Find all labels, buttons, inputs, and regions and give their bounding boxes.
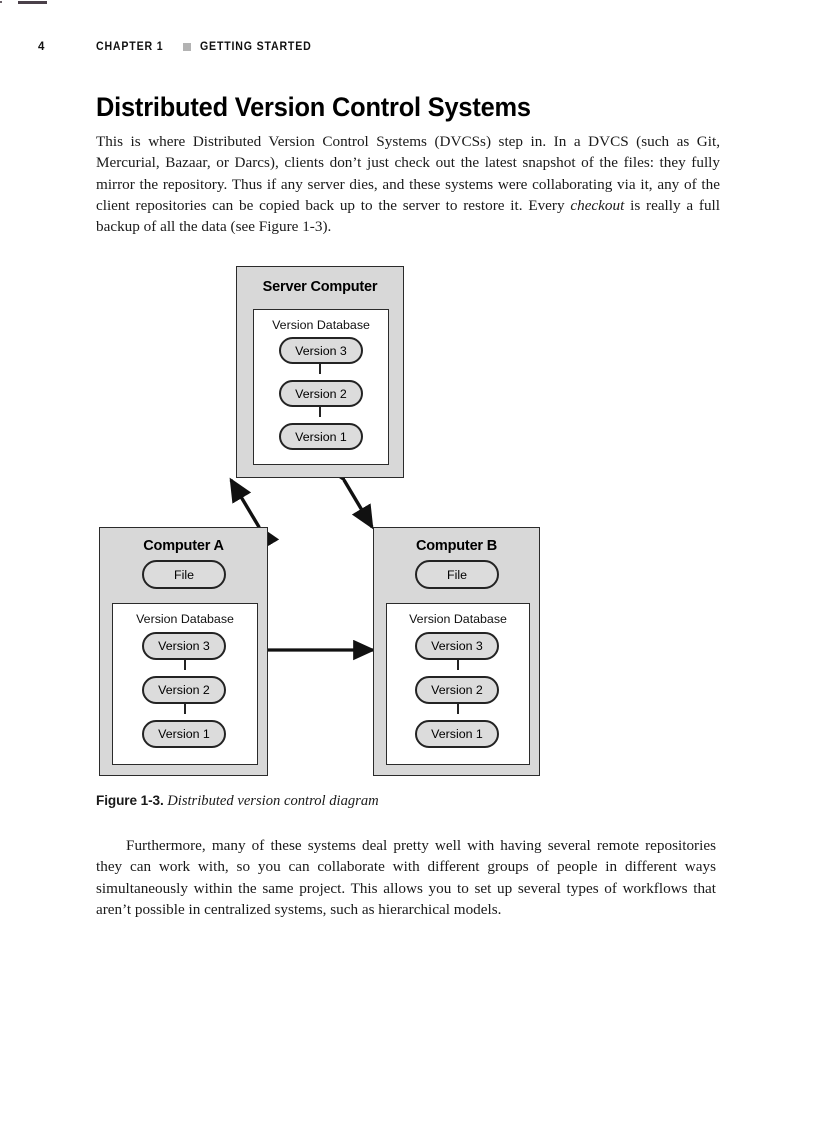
- figure-caption-label: Figure 1-3.: [96, 793, 164, 808]
- running-head: 4 CHAPTER 1 GETTING STARTED: [38, 41, 322, 53]
- server-version-database-title: Version Database: [272, 318, 370, 332]
- figure-caption-text: Distributed version control diagram: [167, 793, 379, 809]
- square-separator-icon: [183, 43, 192, 51]
- closing-paragraph: Furthermore, many of these systems deal …: [96, 837, 716, 918]
- page-number: 4: [38, 41, 46, 53]
- computer-b-pill-connector-3-2: [457, 654, 459, 670]
- computer-a-version-2-pill: Version 2: [142, 676, 226, 704]
- computer-b-version-database-title: Version Database: [409, 612, 507, 626]
- computer-b-pill-connector-2-1: [457, 698, 459, 714]
- server-version-database-box: Version Database Version 3 Version 2 Ver…: [253, 309, 389, 465]
- computer-b-version-database-box: Version Database Version 3 Version 2 Ver…: [386, 603, 530, 765]
- computer-b-file-pill: File: [415, 560, 499, 589]
- computer-a-pill-connector-3-2: [184, 654, 186, 670]
- server-computer-title: Server Computer: [262, 279, 378, 295]
- scan-artifact-bar: [18, 1, 47, 4]
- server-pill-connector-2-1: [319, 401, 321, 417]
- server-version-2-pill: Version 2: [279, 380, 363, 407]
- server-computer-box: Server Computer Version Database Version…: [236, 266, 404, 478]
- computer-a-version-database-box: Version Database Version 3 Version 2 Ver…: [112, 603, 258, 765]
- intro-text-part1: This is where Distributed Version Contro…: [96, 133, 720, 214]
- computer-b-version-1-pill: Version 1: [415, 720, 499, 748]
- page-title: Distributed Version Control Systems: [96, 92, 531, 122]
- computer-a-version-3-pill: Version 3: [142, 632, 226, 660]
- figure-distributed-version-control-diagram: Server Computer Version Database Version…: [96, 258, 720, 818]
- computer-b-version-2-pill: Version 2: [415, 676, 499, 704]
- computer-a-version-1-pill: Version 1: [142, 720, 226, 748]
- intro-text-part2: is really a full backup of all the data …: [96, 196, 720, 236]
- computer-a-box: Computer A File Version Database Version…: [99, 527, 268, 776]
- computer-a-title: Computer A: [143, 538, 224, 554]
- figure-caption: Figure 1-3. Distributed version control …: [96, 793, 720, 810]
- computer-a-pill-connector-2-1: [184, 698, 186, 714]
- scan-artifact-dot: [0, 1, 2, 3]
- intro-italic-term: checkout: [570, 196, 625, 214]
- computer-a-version-database-title: Version Database: [136, 612, 234, 626]
- chapter-label: CHAPTER 1: [96, 41, 164, 53]
- computer-b-box: Computer B File Version Database Version…: [373, 527, 540, 776]
- computer-b-title: Computer B: [416, 538, 497, 554]
- arrow-server-to-computer-b: [323, 456, 374, 530]
- intro-paragraph: This is where Distributed Version Contro…: [96, 131, 720, 237]
- arrow-server-to-computer-a: [229, 477, 280, 551]
- section-label: GETTING STARTED: [200, 41, 312, 53]
- server-pill-connector-3-2: [319, 358, 321, 374]
- server-version-3-pill: Version 3: [279, 337, 363, 364]
- closing-paragraph-wrapper: Furthermore, many of these systems deal …: [96, 835, 716, 920]
- server-version-1-pill: Version 1: [279, 423, 363, 450]
- computer-a-file-pill: File: [142, 560, 226, 589]
- content-column: Distributed Version Control Systems This…: [96, 92, 720, 237]
- computer-b-version-3-pill: Version 3: [415, 632, 499, 660]
